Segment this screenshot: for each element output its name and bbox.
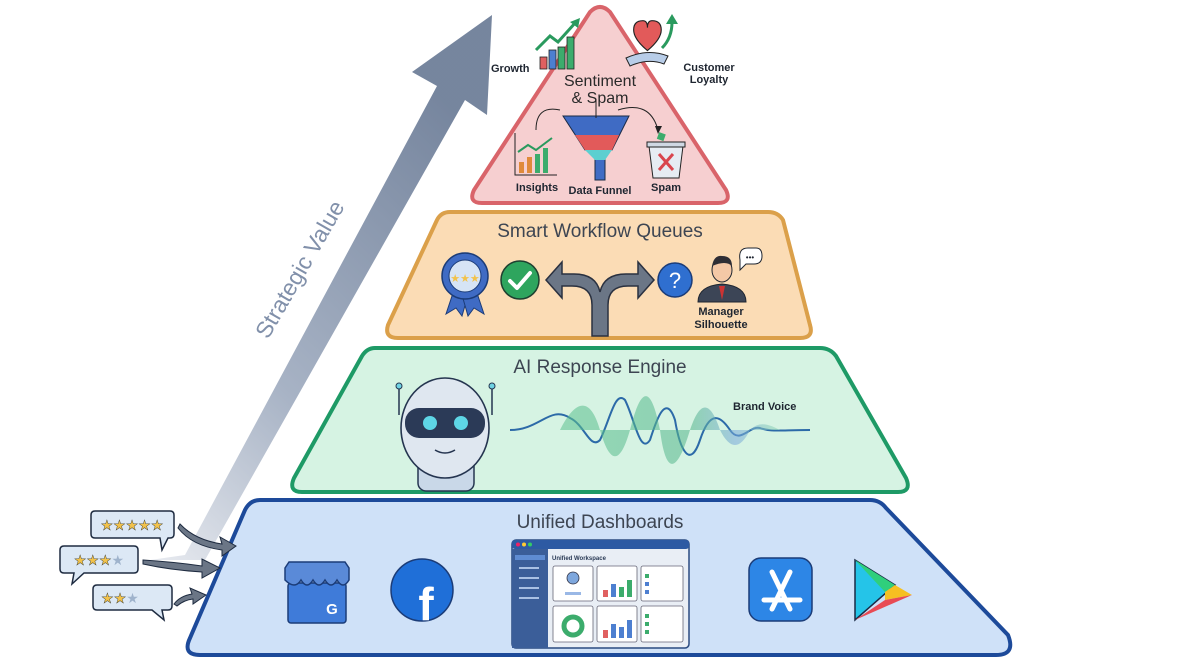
brand-voice-label: Brand Voice	[733, 401, 796, 413]
manager-icon: •••	[697, 247, 763, 303]
google-play-icon	[854, 558, 912, 622]
facebook-icon: f	[390, 558, 454, 630]
manager-label-1: Manager	[698, 306, 744, 318]
three-stars: ★★★★	[74, 552, 124, 568]
robot-icon	[395, 377, 496, 492]
data-funnel-icon	[535, 100, 662, 181]
rating-badge-icon: ★★★	[441, 252, 489, 318]
check-icon	[500, 260, 540, 300]
review-bubble-3-stars: ★★★★	[59, 545, 139, 587]
two-stars: ★★★	[101, 590, 139, 606]
svg-text:•••: •••	[746, 253, 755, 262]
google-business-icon: G	[284, 561, 350, 624]
review-bubble-2-stars: ★★★	[92, 584, 173, 622]
brand-voice-waveform	[509, 396, 811, 464]
tier-sentiment-spam: Sentiment & Spam Growth Customer Loyalty	[470, 5, 735, 205]
review-arrows	[142, 523, 237, 607]
review-bubble-5-stars: ★★★★★	[90, 510, 175, 553]
five-stars: ★★★★★	[101, 517, 164, 533]
loyalty-label-2: Loyalty	[690, 74, 729, 86]
unified-workspace-window: Unified Workspace	[511, 539, 690, 649]
reviews-group: ★★★★★ ★★★★ ★★★	[59, 510, 237, 622]
question-icon: ?	[657, 262, 693, 298]
spam-label: Spam	[651, 182, 681, 194]
tier-smart-workflow-queues: Smart Workflow Queues ★★★ ? •••	[385, 210, 813, 340]
tier-title: AI Response Engine	[513, 357, 686, 378]
growth-chart-icon	[534, 18, 580, 70]
insights-chart-icon	[514, 133, 557, 176]
insights-label: Insights	[516, 182, 558, 194]
app-store-icon	[748, 557, 813, 622]
svg-text:★★★: ★★★	[450, 273, 480, 285]
tier-title-line2: & Spam	[572, 90, 629, 107]
customer-loyalty-icon	[625, 14, 678, 67]
tier-title: Smart Workflow Queues	[497, 221, 703, 242]
data-funnel-label: Data Funnel	[569, 185, 632, 197]
tier-ai-response-engine: AI Response Engine Brand Voice	[290, 346, 910, 494]
workspace-title: Unified Workspace	[552, 556, 607, 562]
tier-unified-dashboards: Unified Dashboards G f Unified Workspace	[185, 498, 1013, 657]
svg-text:G: G	[326, 601, 338, 618]
svg-text:f: f	[418, 578, 434, 630]
tier-title-line1: Sentiment	[564, 73, 637, 90]
fork-arrows-icon	[544, 260, 656, 337]
tier-title: Unified Dashboards	[517, 512, 684, 533]
growth-label: Growth	[491, 63, 530, 75]
svg-text:?: ?	[669, 268, 681, 293]
strategic-value-arrow	[150, 15, 492, 560]
manager-label-2: Silhouette	[694, 319, 747, 331]
loyalty-label-1: Customer	[683, 62, 735, 74]
spam-bin-icon	[646, 132, 686, 179]
